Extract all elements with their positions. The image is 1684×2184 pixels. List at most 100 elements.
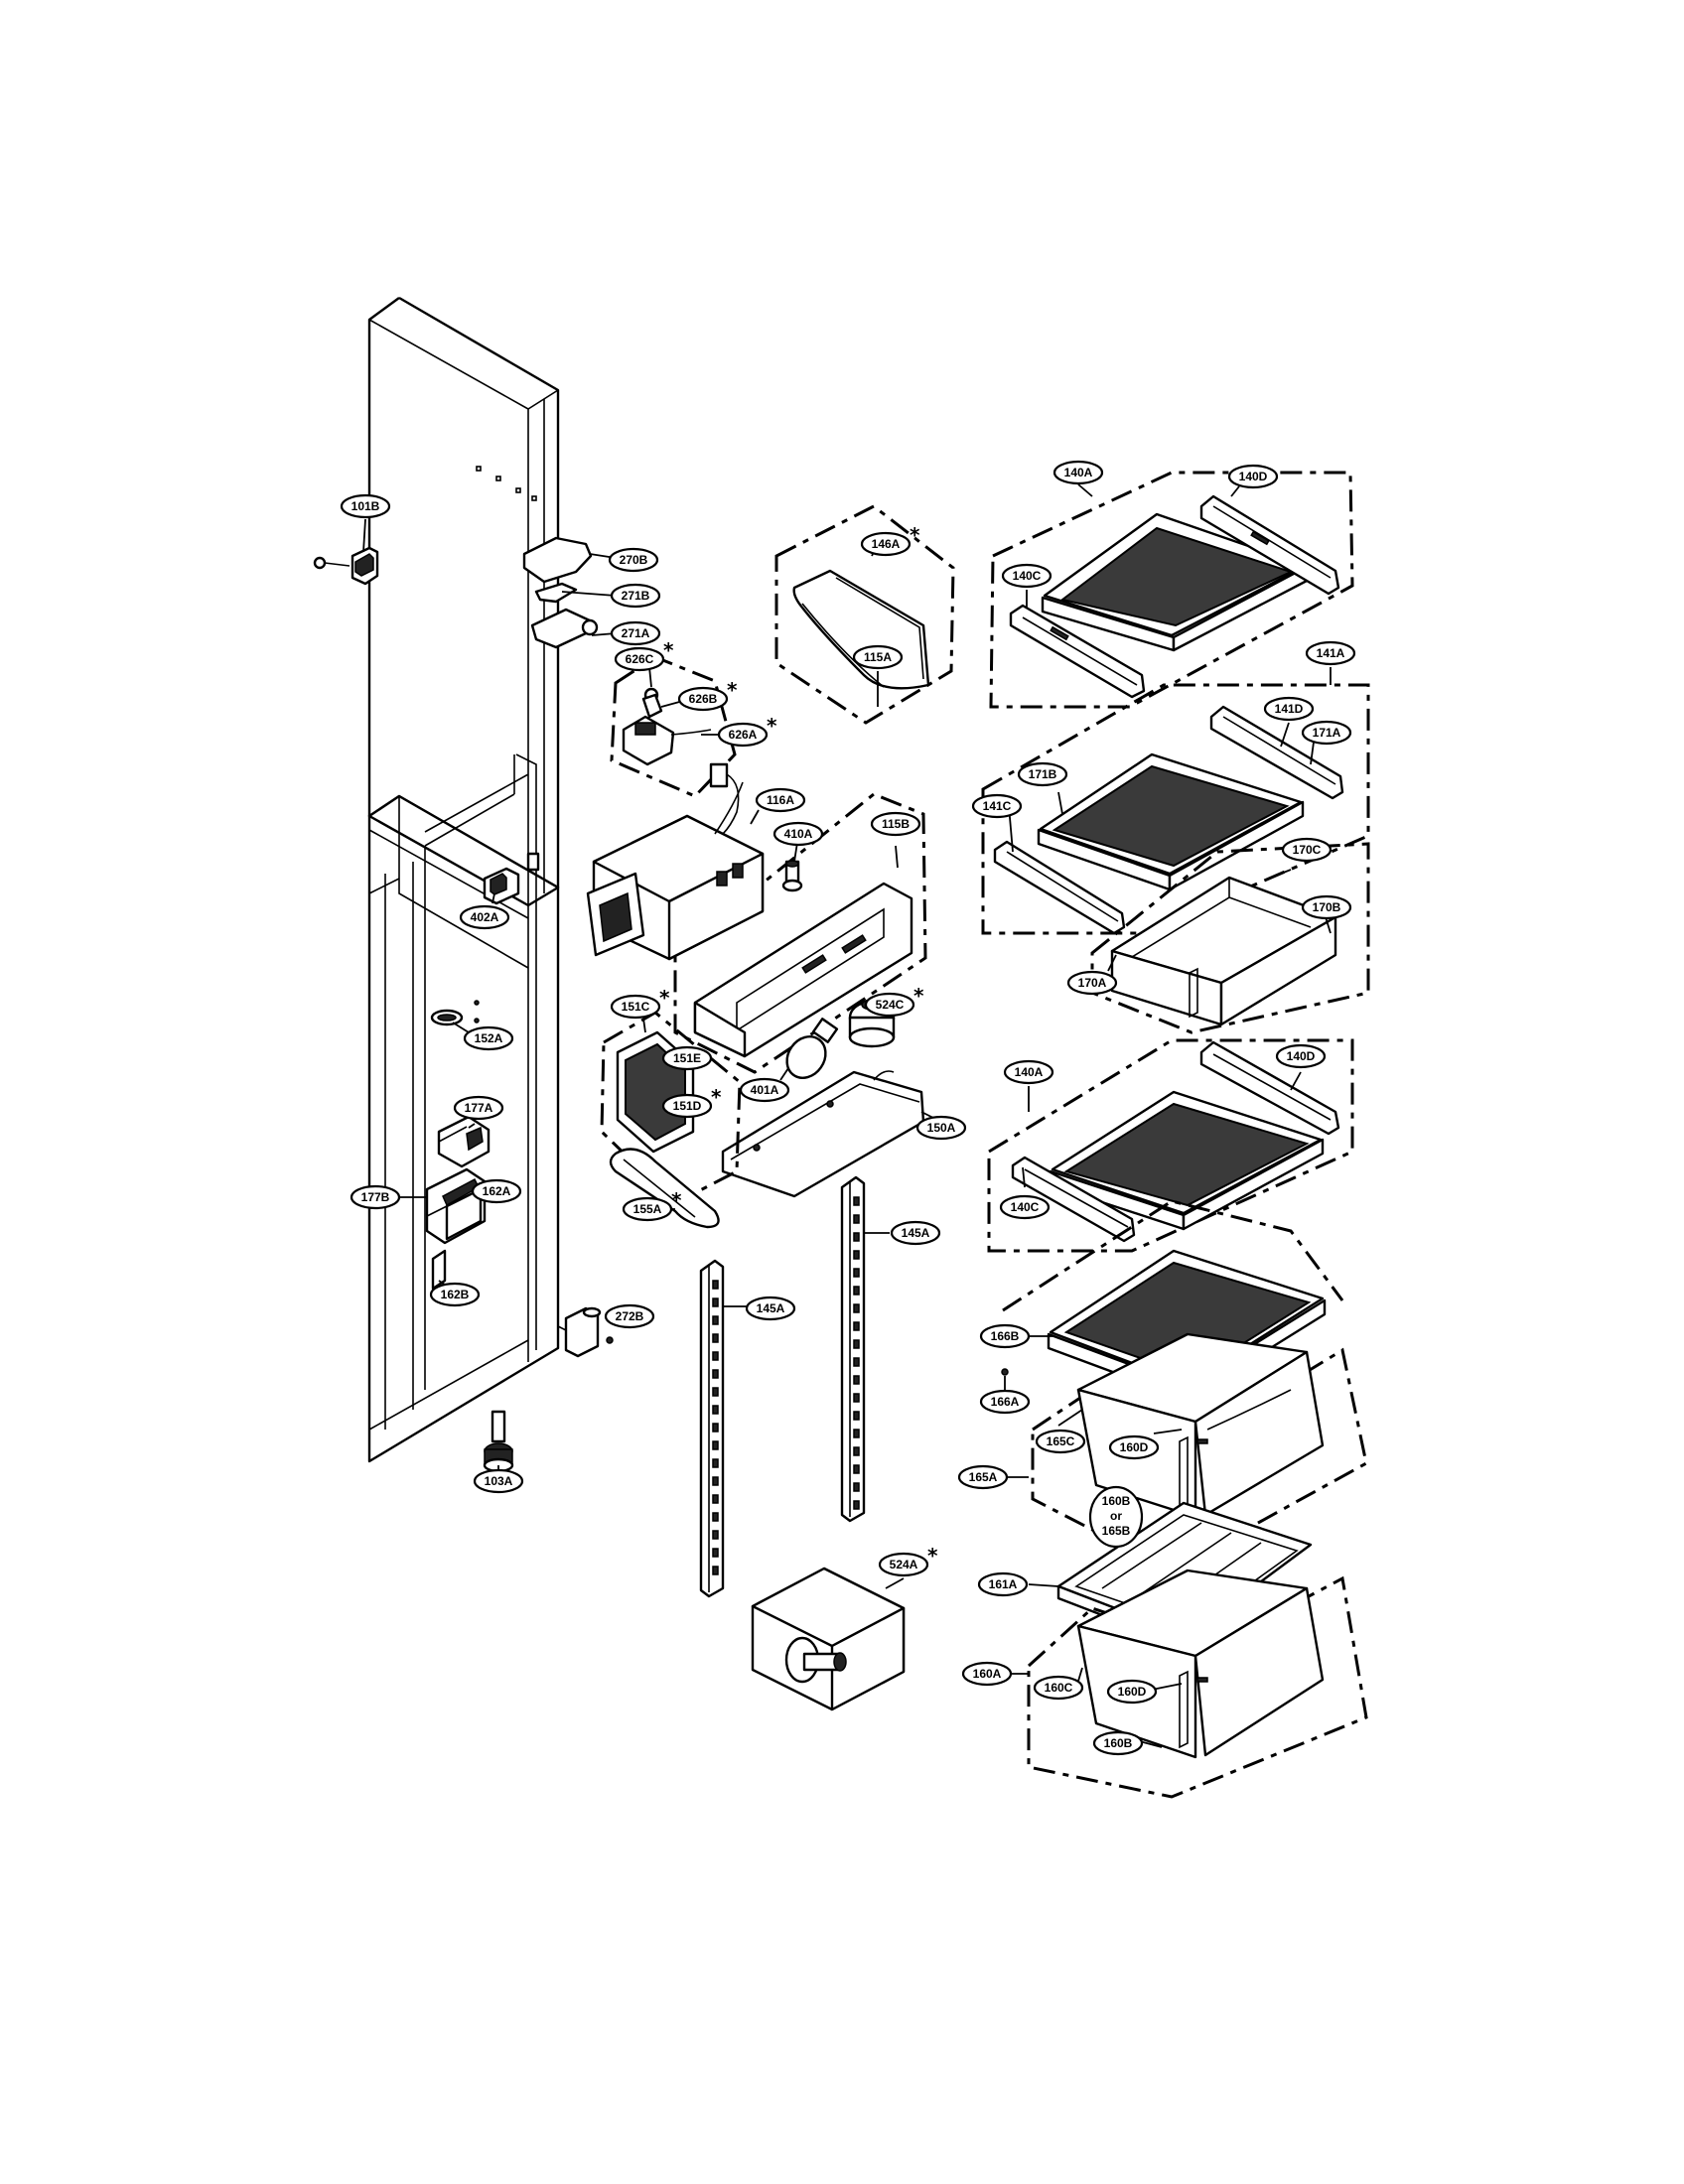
dispenser-group-115A	[586, 781, 927, 1079]
callout-oval	[610, 620, 661, 646]
callout-label: 165A	[969, 1470, 998, 1484]
rail-slot	[712, 1440, 719, 1450]
callout-626b: 626B *	[677, 678, 738, 712]
callout-162b: 162B	[429, 1282, 481, 1307]
callout-oval	[999, 1194, 1051, 1220]
hinge-bracket-101B	[313, 546, 379, 586]
callout-label: 103A	[485, 1474, 513, 1488]
callout-oval	[864, 992, 915, 1018]
callout-oval	[1033, 1675, 1084, 1701]
callout-label: 626A	[729, 728, 758, 742]
cover-152A	[430, 1000, 480, 1026]
callout-oval	[915, 1115, 967, 1141]
rail-slot	[712, 1351, 719, 1361]
callout-label: 152A	[475, 1031, 503, 1045]
callout-label: 170A	[1078, 976, 1107, 990]
rail-slot	[853, 1429, 860, 1438]
gasket-155A	[609, 1148, 720, 1229]
callout-160b-bot: 160B	[1092, 1730, 1144, 1756]
asterisk-icon: *	[659, 986, 670, 1010]
callout-oval	[717, 722, 769, 748]
callout-label: 151C	[622, 1000, 650, 1014]
callout-oval	[1301, 894, 1352, 920]
callout-272b: 272B	[604, 1303, 655, 1329]
callout-oval	[1003, 1059, 1054, 1085]
rail-slot	[712, 1512, 719, 1522]
callout-oval	[971, 793, 1023, 819]
callout-oval	[878, 1552, 929, 1577]
callout-label: 170C	[1293, 843, 1322, 857]
callout-161a: 161A	[977, 1571, 1029, 1597]
callout-label: 145A	[902, 1226, 930, 1240]
rail-slot	[712, 1333, 719, 1343]
callout-label: 270B	[620, 553, 648, 567]
callout-oval	[1052, 460, 1104, 485]
callout-116a: 116A	[755, 787, 806, 813]
rail-slot	[853, 1196, 860, 1206]
callout-oval	[890, 1220, 941, 1246]
callout-oval	[1035, 1429, 1086, 1454]
callout-101b: 101B	[340, 493, 391, 519]
bulb-401A	[785, 1018, 839, 1079]
callout-170b: 170B	[1301, 894, 1352, 920]
callout-166a: 166A	[979, 1389, 1031, 1415]
rail-slot	[853, 1357, 860, 1367]
callout-165c: 165C	[1035, 1429, 1086, 1454]
callout-label: 141C	[983, 799, 1012, 813]
callout-oval	[1263, 696, 1315, 722]
callout-label: 162A	[483, 1184, 511, 1198]
callout-140d-mid: 140D	[1275, 1043, 1327, 1069]
callout-170a: 170A	[1066, 970, 1118, 996]
hinge-272B	[557, 1306, 614, 1358]
callout-oval	[608, 547, 659, 573]
callout-177b: 177B	[350, 1184, 401, 1210]
callout-oval	[350, 1184, 401, 1210]
callout-oval	[453, 1095, 504, 1121]
callout-165a: 165A	[957, 1464, 1009, 1490]
callout-label: 171B	[1029, 767, 1057, 781]
asterisk-icon: *	[727, 678, 738, 702]
housing-116A	[586, 781, 765, 961]
callout-oval	[471, 1178, 522, 1204]
callout-label: 140C	[1013, 569, 1042, 583]
rail-slot	[853, 1214, 860, 1224]
callout-label: 140D	[1239, 470, 1268, 483]
callout-271a: 271A	[610, 620, 661, 646]
callout-label: 140A	[1064, 466, 1093, 479]
rail-slot	[712, 1369, 719, 1379]
callout-labels: 101B270B271B271A626C*626B*626A*146A*140A…	[340, 460, 1356, 1756]
asterisk-icon: *	[671, 1188, 682, 1212]
callout-141c: 141C	[971, 793, 1023, 819]
rail-145A-right	[840, 1175, 866, 1523]
callout-label: 402A	[471, 910, 499, 924]
callout-label: 141A	[1317, 646, 1345, 660]
callout-label: 524A	[890, 1558, 918, 1571]
callout-oval	[755, 787, 806, 813]
callout-oval	[1088, 1485, 1144, 1549]
callout-oval	[340, 493, 391, 519]
callout-oval	[1305, 640, 1356, 666]
callout-171a: 171A	[1301, 720, 1352, 746]
rail-slot	[853, 1250, 860, 1260]
callout-label: 115B	[882, 817, 910, 831]
callout-oval	[745, 1296, 796, 1321]
callout-103a: 103A	[473, 1468, 524, 1494]
callout-label: 150A	[927, 1121, 956, 1135]
callout-label: 170B	[1313, 900, 1341, 914]
callout-155a: 155A*	[622, 1188, 682, 1222]
callout-141d: 141D	[1263, 696, 1315, 722]
callout-label: 101B	[351, 499, 380, 513]
callout-label: 160B	[1104, 1736, 1133, 1750]
rail-slot	[853, 1268, 860, 1278]
rail-slot	[853, 1393, 860, 1403]
callout-label: 165C	[1047, 1434, 1075, 1448]
callout-label: 160B	[1102, 1494, 1131, 1508]
callout-label: 271A	[622, 626, 650, 640]
callout-oval	[772, 821, 824, 847]
rail-slot	[853, 1500, 860, 1510]
rail-145A-left	[699, 1259, 725, 1598]
callout-label: 626B	[689, 692, 718, 706]
callout-label: 166B	[991, 1329, 1020, 1343]
rail-slot	[853, 1232, 860, 1242]
